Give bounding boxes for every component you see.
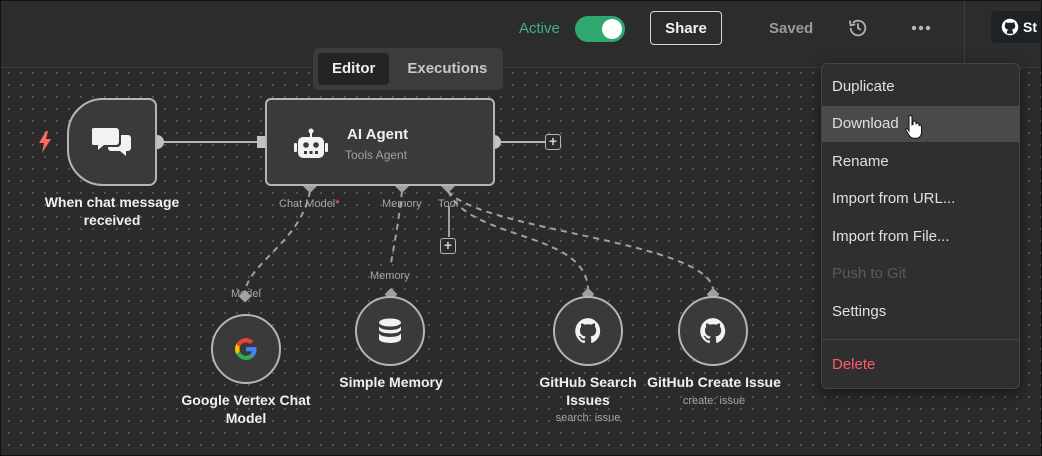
workflow-options-menu: Duplicate Download Rename Import from UR…	[821, 63, 1020, 389]
share-button[interactable]: Share	[650, 11, 722, 45]
view-tabs: Editor Executions	[313, 48, 503, 90]
vertex-node-label: Google Vertex Chat Model	[181, 392, 311, 426]
github-create-label: GitHub Create Issue	[647, 374, 781, 390]
menu-item-delete[interactable]: Delete	[832, 356, 876, 373]
ai-agent-node[interactable]: AI Agent Tools Agent	[265, 98, 495, 186]
database-icon	[379, 318, 401, 343]
menu-item-settings[interactable]: Settings	[832, 303, 887, 320]
agent-subtitle: Tools Agent	[345, 148, 408, 162]
saved-status: Saved	[769, 20, 814, 37]
google-vertex-node[interactable]	[211, 314, 281, 384]
chat-trigger-node[interactable]	[67, 98, 157, 186]
tool-port-label: Tool	[438, 198, 459, 210]
search-connection	[447, 190, 589, 290]
create-connection	[447, 190, 714, 290]
tab-executions[interactable]: Executions	[407, 60, 488, 77]
github-create-node[interactable]	[678, 296, 748, 366]
vertex-port-label: Model	[231, 288, 261, 300]
trigger-node-label: When chat message received	[44, 194, 180, 228]
simple-memory-node[interactable]	[355, 296, 425, 366]
agent-title: AI Agent	[347, 126, 409, 143]
robot-icon	[294, 128, 328, 158]
menu-item-rename[interactable]: Rename	[832, 153, 889, 170]
history-icon[interactable]	[847, 17, 869, 39]
memory-node-label: Simple Memory	[339, 374, 443, 390]
active-label: Active	[519, 20, 560, 37]
github-search-sub: search: issue	[555, 412, 621, 424]
chat-model-port-label: Chat Model*	[279, 198, 340, 210]
more-horizontal-icon[interactable]	[909, 17, 933, 39]
toolbar-divider	[964, 1, 965, 67]
github-icon	[700, 318, 726, 344]
trigger-bolt-icon	[39, 131, 51, 153]
github-search-node[interactable]	[553, 296, 623, 366]
menu-item-import-file[interactable]: Import from File...	[832, 228, 950, 245]
tab-editor[interactable]: Editor	[318, 53, 390, 85]
vertex-port[interactable]	[238, 289, 252, 303]
github-search-label: GitHub Search Issues	[539, 374, 637, 408]
menu-item-duplicate[interactable]: Duplicate	[832, 78, 895, 95]
menu-item-import-url[interactable]: Import from URL...	[832, 190, 956, 207]
github-star-label: St	[1023, 19, 1037, 35]
hand-cursor-icon	[905, 115, 922, 139]
chat-bubbles-icon	[92, 128, 131, 156]
top-bar: Active Share Saved St	[1, 1, 1041, 68]
memory-port-label: Memory	[382, 198, 422, 210]
github-star-button[interactable]: St	[991, 11, 1041, 43]
menu-divider	[822, 339, 1019, 340]
add-node-button[interactable]: +	[545, 134, 561, 150]
add-tool-button[interactable]: +	[440, 238, 456, 254]
toggle-knob	[602, 19, 622, 39]
menu-item-push-to-git: Push to Git	[832, 265, 907, 282]
github-create-sub: create: issue	[682, 395, 746, 407]
memory-node-port-label: Memory	[370, 270, 410, 282]
github-icon	[575, 318, 601, 344]
github-icon	[1001, 18, 1019, 36]
model-connection	[244, 190, 311, 292]
active-toggle[interactable]	[575, 16, 625, 42]
google-icon	[235, 338, 257, 360]
memory-connection	[390, 190, 403, 264]
